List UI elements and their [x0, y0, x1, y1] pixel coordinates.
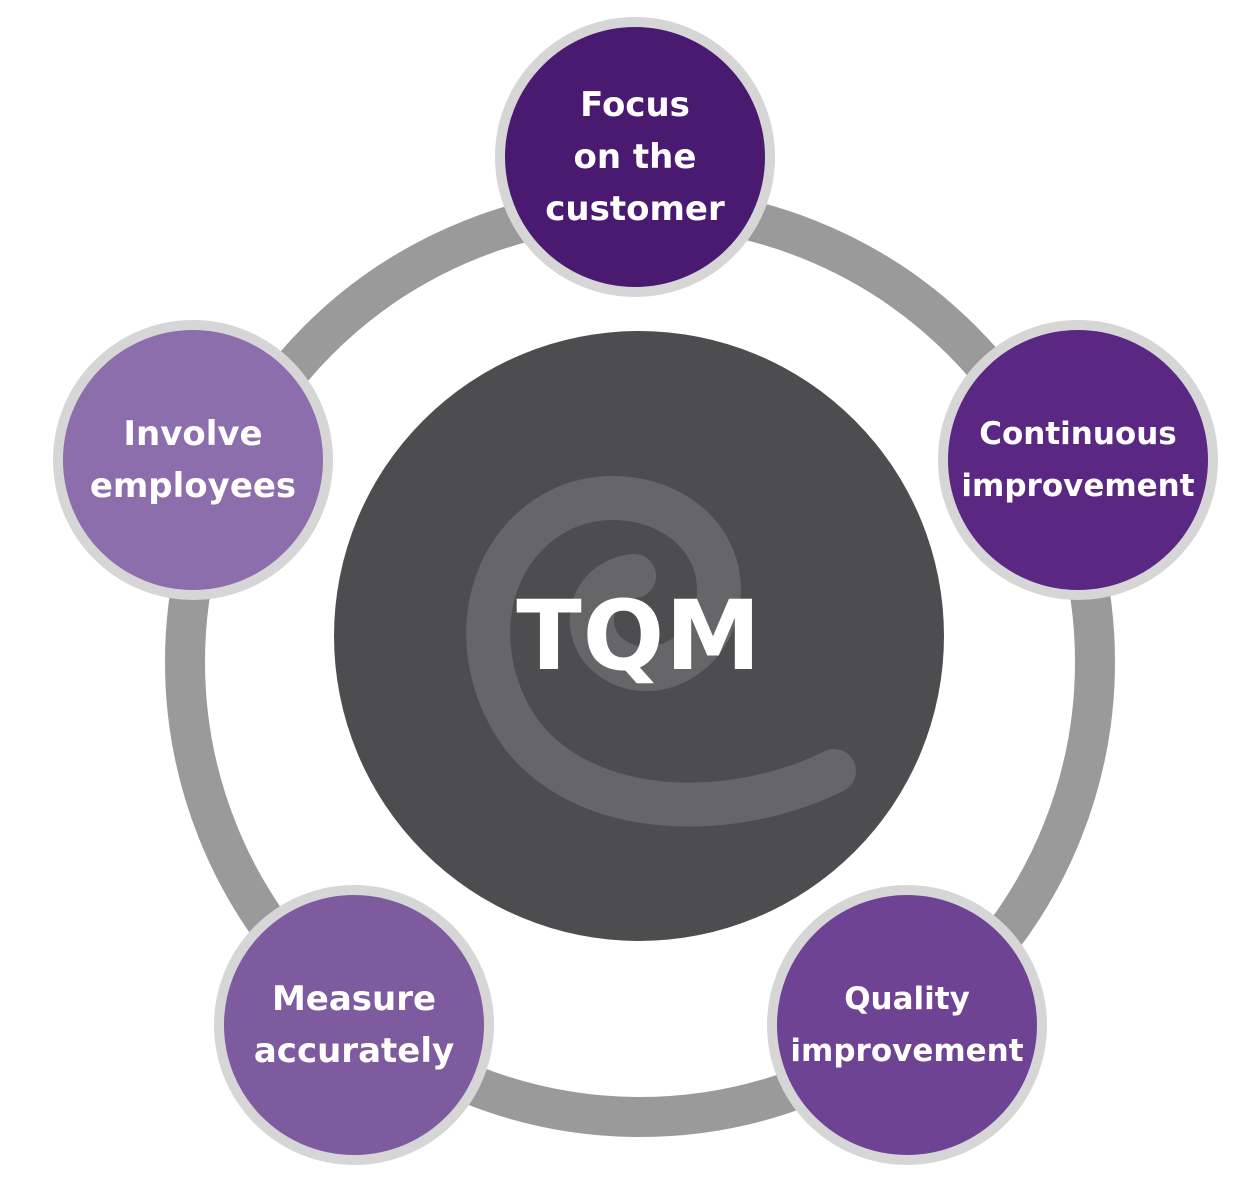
node-label: Continuous improvement	[961, 416, 1195, 504]
node-label: Measure accurately	[253, 979, 455, 1071]
swirl-decoration	[466, 476, 856, 827]
center-label: TQM	[516, 580, 762, 692]
tqm-hub: TQM	[334, 331, 944, 941]
node-focus-on-customer: Focus on the customer	[495, 17, 775, 297]
node-quality-improvement: Quality improvement	[767, 885, 1047, 1165]
node-label: Focus on the customer	[545, 85, 725, 229]
node-measure-accurately: Measure accurately	[214, 885, 494, 1165]
swirl-graphic	[466, 476, 856, 827]
node-label: Involve employees	[89, 414, 297, 506]
node-continuous-improvement: Continuous improvement	[938, 320, 1218, 600]
node-involve-employees: Involve employees	[53, 320, 333, 600]
node-label: Quality improvement	[790, 981, 1024, 1069]
